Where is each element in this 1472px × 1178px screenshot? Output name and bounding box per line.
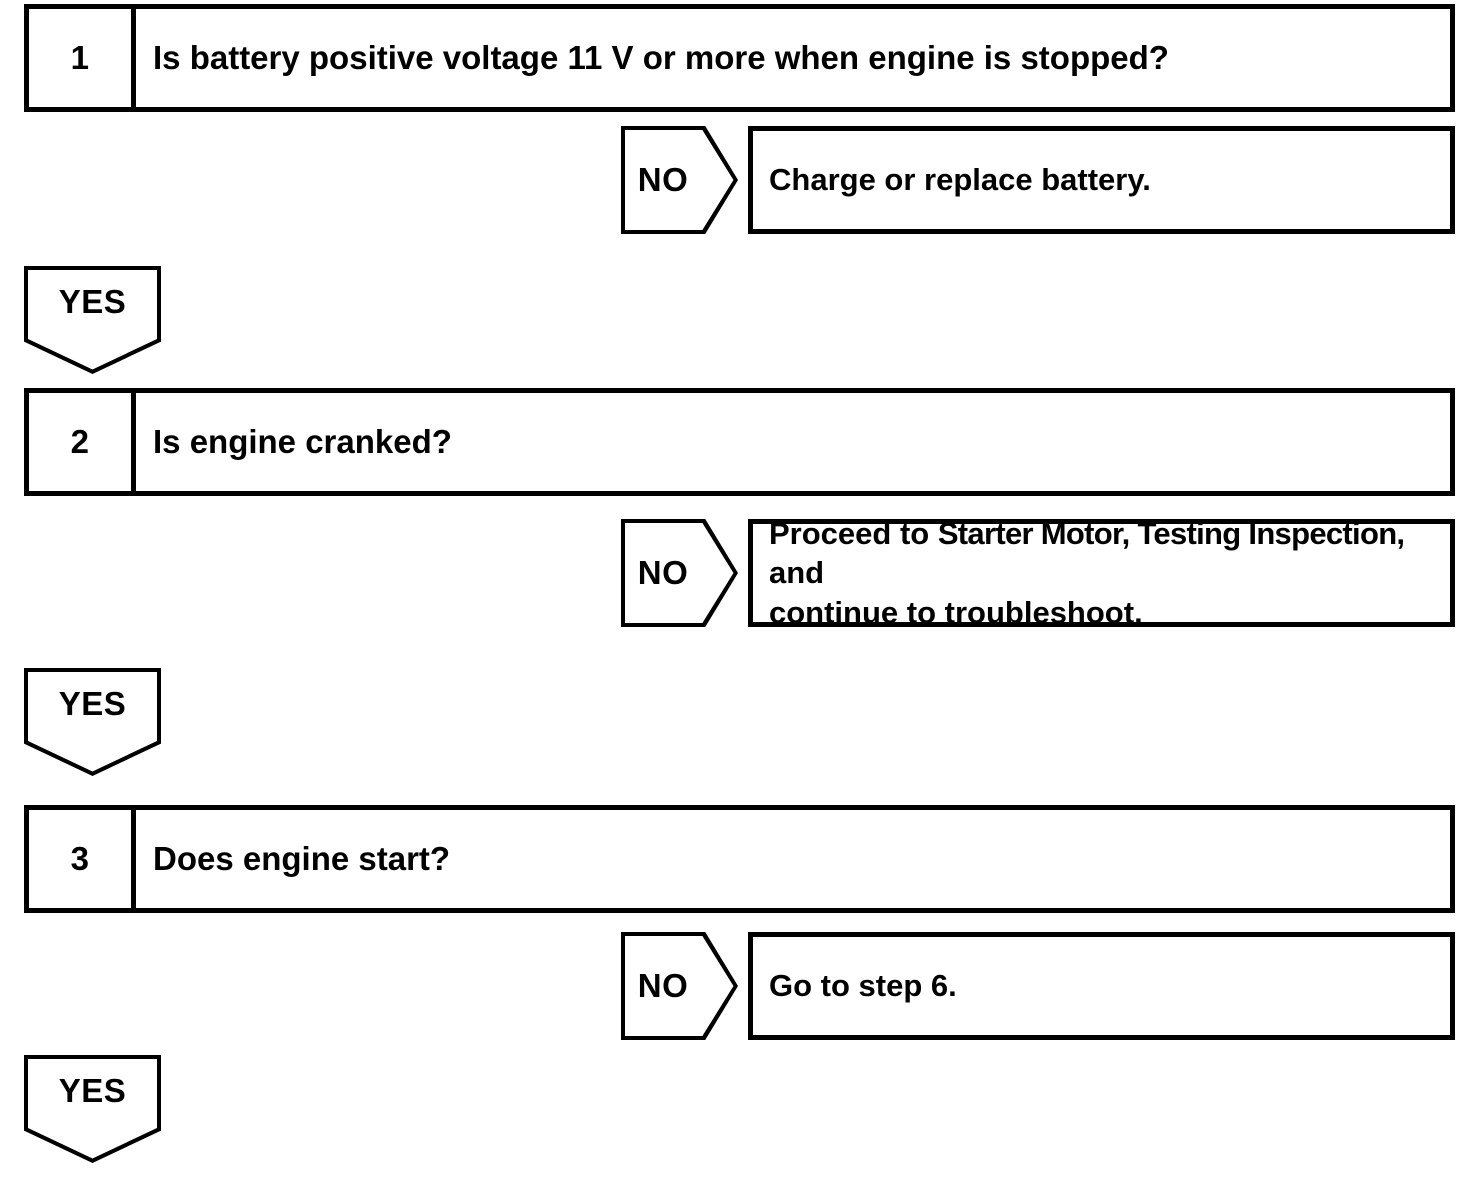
step-number-3: 3 [29,810,136,908]
step-row-3: 3 Does engine start? [24,805,1455,913]
step-number-2: 2 [29,393,136,491]
step-row-2: 2 Is engine cranked? [24,388,1455,496]
no-result-box-1: Charge or replace battery. [748,126,1455,234]
no-result-line: Go to step 6. [769,966,957,1006]
step-question-1: Is battery positive voltage 11 V or more… [153,38,1169,76]
no-label-2: NO [637,554,689,591]
no-label-3: NO [637,967,689,1004]
result-text-segment: Charge or replace battery. [769,162,1151,198]
yes-label-2: YES [58,685,127,722]
no-result-box-2: Proceed to Starter Motor, Testing Inspec… [748,516,1455,630]
result-text-line: Proceed to Starter Motor, Testing Inspec… [769,514,1438,593]
yes-arrow-shape-1 [24,266,161,374]
result-text-segment: Go to step 6. [769,968,957,1004]
result-text-line: continue to troubleshoot. [769,593,1438,633]
step-question-3: Does engine start? [153,839,451,877]
result-text-segment: Starter Motor, Testing Inspection, [937,515,1405,551]
result-text-segment: continue to troubleshoot. [769,594,1143,630]
yes-arrow-shape-3 [24,1055,161,1163]
no-label-1: NO [637,161,689,198]
no-result-box-3: Go to step 6. [748,932,1455,1040]
result-text-line: Go to step 6. [769,966,957,1006]
no-result-text-2: Proceed to Starter Motor, Testing Inspec… [769,514,1438,633]
no-result-text-1: Charge or replace battery. [769,160,1151,200]
result-text-segment: Proceed to [769,515,938,551]
result-text-segment: and [769,555,825,591]
no-result-line: Charge or replace battery. [769,160,1151,200]
result-text-line: Charge or replace battery. [769,160,1151,200]
no-result-text-3: Go to step 6. [769,966,957,1006]
yes-label-1: YES [58,283,127,320]
step-row-1: 1 Is battery positive voltage 11 V or mo… [24,4,1455,112]
step-question-2: Is engine cranked? [153,422,452,460]
yes-label-3: YES [58,1072,127,1109]
no-result-line: Proceed to Starter Motor, Testing Inspec… [769,514,1438,633]
step-number-1: 1 [29,9,136,107]
